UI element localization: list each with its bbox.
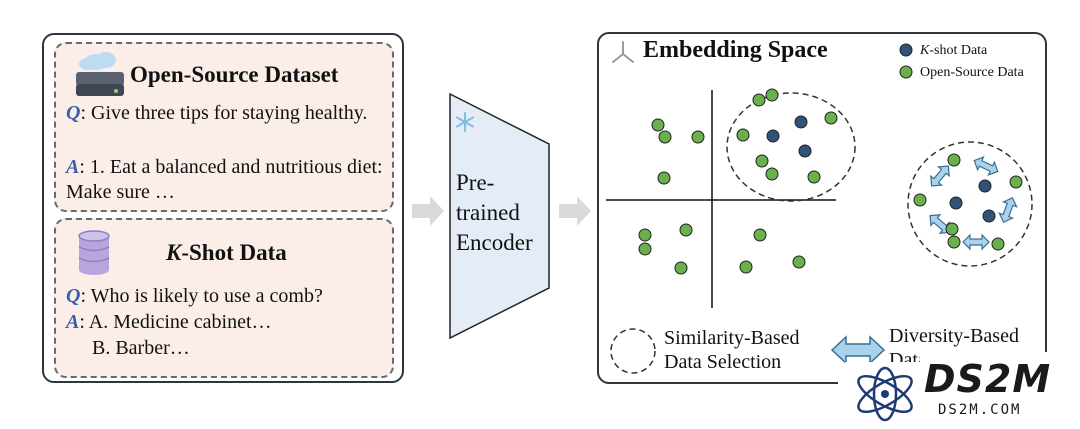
legend-kshot-k: K [920,43,930,58]
open-point [739,260,753,274]
kshot-point [949,196,963,210]
similarity-cluster-outline [726,92,856,202]
double-arrow-icon [830,335,886,365]
q-label: Q [66,285,81,307]
kshot-point [794,115,808,129]
kshot-title-rest: -Shot Data [181,240,287,265]
encoder-line-3: Encoder [456,230,533,255]
open-point [807,170,821,184]
legend-open-source: Open-Source Data [920,65,1024,80]
open-point [913,193,927,207]
arrow-right-icon [412,196,444,226]
open-point [765,167,779,181]
kshot-point [798,144,812,158]
watermark-brand: DS2M [924,357,1052,401]
legend-kshot-rest: -shot Data [929,43,988,58]
open-point [947,153,961,167]
q-text: : Who is likely to use a comb? [80,285,323,307]
legend-kshot: K-shot Data [920,43,987,59]
open-source-card: Open-Source Dataset Q: Give three tips f… [54,42,394,212]
diversity-line-1: Diversity-Based [889,325,1019,347]
diversity-cluster [907,141,1033,267]
arrow-right-icon [559,196,591,226]
kshot-point [766,129,780,143]
open-point [638,228,652,242]
a-text: : 1. Eat a balanced and nutritious diet:… [66,156,383,203]
q-text: : Give three tips for staying healthy. [80,102,368,124]
open-point [752,93,766,107]
encoder-line-1: Pre- [456,170,495,195]
legend-open-dot [899,65,913,79]
open-source-answer: A: 1. Eat a balanced and nutritious diet… [66,155,386,205]
encoder-label: Pre- trained Encoder [456,168,556,258]
similarity-line-1: Similarity-Based [664,327,800,349]
open-point [679,223,693,237]
scatter-plot [606,88,856,308]
kshot-answer: A: A. Medicine cabinet… [66,310,386,335]
open-point [736,128,750,142]
embedding-panel [597,32,1047,384]
open-point [947,235,961,249]
kshot-answer-b: B. Barber… [92,337,190,359]
a-text-1: : A. Medicine cabinet… [79,311,272,333]
open-point [651,118,665,132]
open-point [945,222,959,236]
watermark-url: DS2M.COM [938,402,1022,418]
dashed-circle-icon [610,328,656,374]
kshot-point [982,209,996,223]
q-label: Q [66,102,81,124]
atom-logo-icon [845,362,925,426]
open-point [792,255,806,269]
input-panel: Open-Source Dataset Q: Give three tips f… [42,33,404,383]
open-source-title: Open-Source Dataset [130,62,339,87]
open-point [755,154,769,168]
open-point [991,237,1005,251]
kshot-point [978,179,992,193]
similarity-label: Similarity-Based Data Selection [664,326,800,374]
similarity-line-2: Data Selection [664,351,782,373]
encoder-line-2: trained [456,200,520,225]
database-icon [78,230,110,275]
open-point [824,111,838,125]
a-label: A [66,156,80,178]
open-point [638,242,652,256]
axes-icon [612,41,634,63]
open-point [765,88,779,102]
legend-kshot-dot [899,43,913,57]
open-point [753,228,767,242]
diversity-arrows [929,156,1018,251]
legend-markers [899,43,913,79]
kshot-title-k: K [166,240,182,265]
server-cloud-icon [76,52,124,96]
kshot-title: K-Shot Data [166,240,287,266]
open-point [674,261,688,275]
open-point [1009,175,1023,189]
snowflake-icon [456,112,474,132]
open-point [691,130,705,144]
diversity-cluster-outline [907,141,1033,267]
open-point [657,171,671,185]
kshot-card: K-Shot Data Q: Who is likely to use a co… [54,218,394,378]
open-point [658,130,672,144]
embedding-title: Embedding Space [643,37,828,63]
encoder-trapezoid [449,92,550,340]
kshot-question: Q: Who is likely to use a comb? [66,284,386,309]
watermark-bg [920,352,1080,429]
a-label: A [66,311,80,333]
open-source-question: Q: Give three tips for staying healthy. [66,101,386,126]
